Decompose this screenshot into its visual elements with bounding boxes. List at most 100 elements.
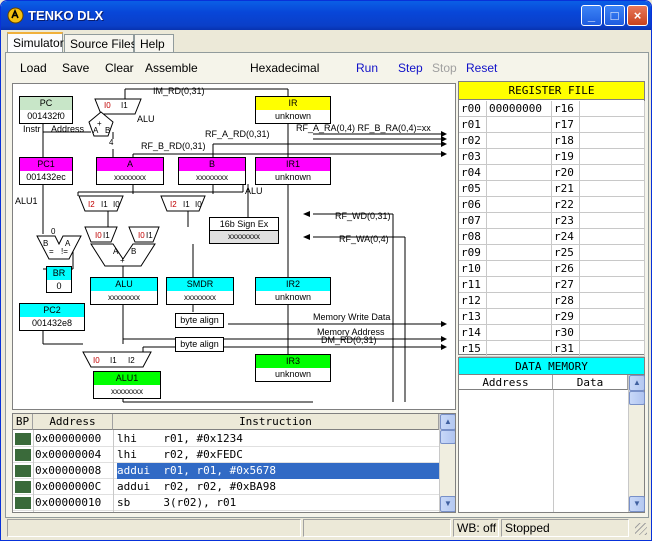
scroll-thumb[interactable] [629, 391, 645, 405]
breakpoint-cell[interactable] [15, 465, 31, 477]
register-value[interactable]: 00000000 [487, 101, 552, 117]
register-value[interactable] [487, 245, 552, 261]
ir2-register[interactable]: IR2 unknown [255, 277, 331, 305]
register-value[interactable] [580, 277, 645, 293]
register-value[interactable] [580, 309, 645, 325]
resize-grip-icon[interactable] [635, 523, 647, 535]
register-name: r28 [552, 293, 580, 309]
register-value[interactable] [487, 229, 552, 245]
ir3-register[interactable]: IR3 unknown [255, 354, 331, 382]
toolbar: Load Save Clear Assemble Hexadecimal Run… [6, 53, 497, 79]
ir1-register[interactable]: IR1 unknown [255, 157, 331, 185]
register-value[interactable] [580, 229, 645, 245]
register-value[interactable] [580, 245, 645, 261]
breakpoint-cell[interactable] [15, 449, 31, 461]
register-value[interactable] [487, 309, 552, 325]
register-value[interactable] [487, 181, 552, 197]
col-header-address[interactable]: Address [33, 414, 113, 430]
app-logo-icon [7, 7, 24, 24]
register-value[interactable] [487, 149, 552, 165]
register-value[interactable] [487, 341, 552, 357]
program-scrollbar[interactable]: ▲ ▼ [439, 414, 455, 512]
scroll-down-icon[interactable]: ▼ [629, 496, 645, 512]
register-value[interactable] [580, 197, 645, 213]
b-register[interactable]: B xxxxxxxx [178, 157, 246, 185]
stop-button[interactable]: Stop [432, 61, 457, 75]
rf-ra-label: RF_A_RA(0,4) RF_B_RA(0,4)=xx [296, 123, 431, 133]
ir-register[interactable]: IR unknown [255, 96, 331, 124]
step-button[interactable]: Step [398, 61, 423, 75]
maximize-button[interactable]: □ [604, 5, 625, 26]
register-value[interactable] [487, 117, 552, 133]
register-value[interactable] [487, 197, 552, 213]
pc2-register[interactable]: PC2 001432e8 [19, 303, 85, 331]
clear-button[interactable]: Clear [105, 61, 134, 75]
alu-a-mux-input-i1: I1 [103, 231, 110, 240]
register-value[interactable] [580, 341, 645, 357]
register-value[interactable] [487, 261, 552, 277]
hexadecimal-toggle[interactable]: Hexadecimal [250, 61, 320, 75]
register-value[interactable] [487, 293, 552, 309]
register-value[interactable] [487, 133, 552, 149]
breakpoint-cell[interactable] [15, 433, 31, 445]
a-register-label: A [97, 158, 163, 171]
byte-align-1[interactable]: byte align [175, 313, 224, 328]
pc-register[interactable]: PC 001432f0 [19, 96, 73, 124]
register-value[interactable] [580, 261, 645, 277]
register-value[interactable] [580, 293, 645, 309]
alu1-register[interactable]: ALU1 xxxxxxxx [93, 371, 161, 399]
register-value[interactable] [487, 213, 552, 229]
scroll-down-icon[interactable]: ▼ [440, 496, 455, 512]
run-button[interactable]: Run [356, 61, 379, 75]
register-value[interactable] [580, 165, 645, 181]
register-value[interactable] [580, 181, 645, 197]
smdr-register[interactable]: SMDR xxxxxxxx [166, 277, 234, 305]
dm-col-data[interactable]: Data [553, 375, 628, 390]
register-value[interactable] [580, 133, 645, 149]
register-value[interactable] [580, 213, 645, 229]
reset-button[interactable]: Reset [466, 61, 498, 75]
register-value[interactable] [580, 117, 645, 133]
col-header-bp[interactable]: BP [13, 414, 33, 430]
breakpoint-cell[interactable] [15, 497, 31, 509]
save-button[interactable]: Save [62, 61, 90, 75]
a-register[interactable]: A xxxxxxxx [96, 157, 164, 185]
tab-help[interactable]: Help [134, 34, 174, 53]
register-value[interactable] [580, 149, 645, 165]
b-mux-input-i1: I1 [183, 200, 190, 209]
minimize-button[interactable]: _ [581, 5, 602, 26]
assemble-button[interactable]: Assemble [145, 61, 198, 75]
pc1-register[interactable]: PC1 001432ec [19, 157, 73, 185]
rf-a-rd-label: RF_A_RD(0,31) [205, 129, 270, 139]
sign-extend-unit[interactable]: 16b Sign Ex xxxxxxxx [209, 217, 279, 244]
byte-align-2[interactable]: byte align [175, 337, 224, 352]
tab-source-files[interactable]: Source Files [64, 34, 137, 53]
br-register[interactable]: BR 0 [46, 266, 72, 293]
breakpoint-cell[interactable] [15, 481, 31, 493]
scroll-up-icon[interactable]: ▲ [440, 414, 455, 430]
close-button[interactable]: × [627, 5, 648, 26]
alu-register[interactable]: ALU xxxxxxxx [90, 277, 158, 305]
memory-write-data-label: Memory Write Data [313, 312, 390, 322]
data-memory-scrollbar[interactable]: ▲ ▼ [628, 375, 645, 512]
alu-mid-label: ALU [245, 186, 263, 196]
col-header-instruction[interactable]: Instruction [113, 414, 439, 430]
register-value[interactable] [487, 325, 552, 341]
dm-col-address[interactable]: Address [459, 375, 553, 390]
register-value[interactable] [580, 101, 645, 117]
register-value[interactable] [487, 277, 552, 293]
tab-simulator[interactable]: Simulator [7, 32, 64, 54]
register-value[interactable] [487, 165, 552, 181]
scroll-up-icon[interactable]: ▲ [629, 375, 645, 391]
title-bar[interactable]: TENKO DLX _ □ × [1, 1, 651, 30]
load-button[interactable]: Load [20, 61, 47, 75]
row-address: 0x00000000 [35, 432, 102, 445]
register-value[interactable] [580, 325, 645, 341]
scroll-thumb[interactable] [440, 430, 455, 444]
